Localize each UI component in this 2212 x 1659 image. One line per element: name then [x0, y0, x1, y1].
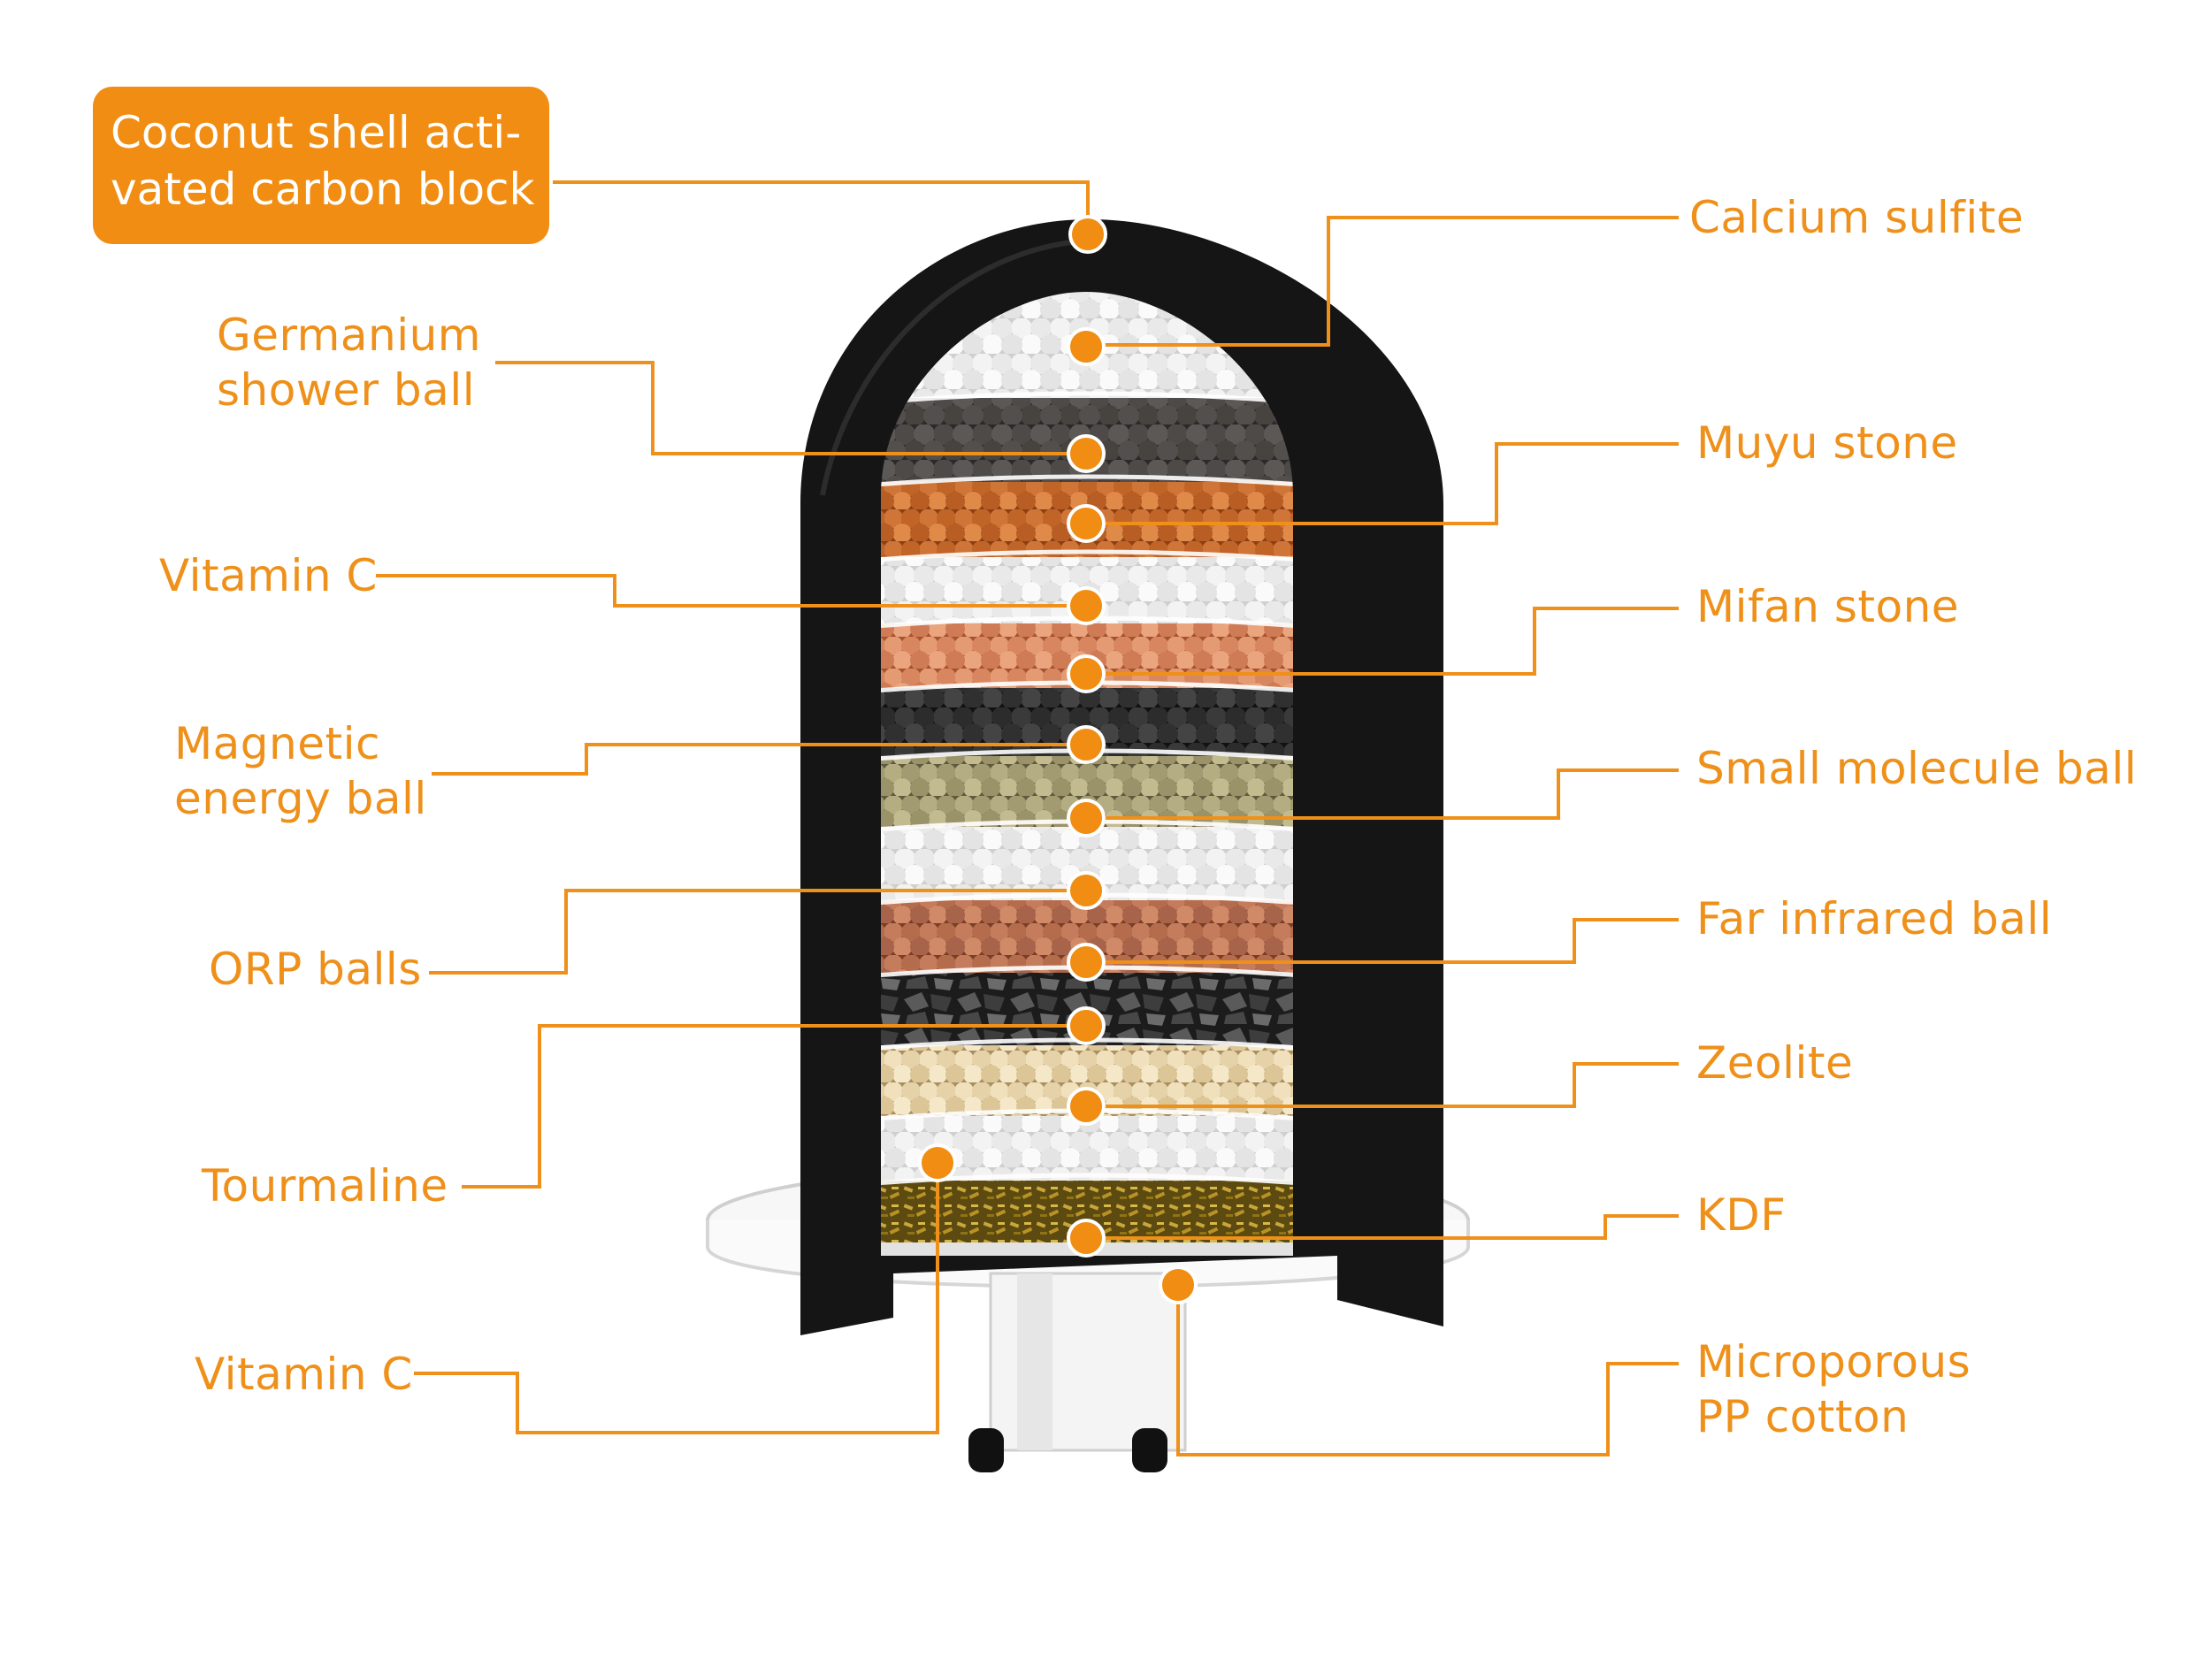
label-vitamin-c-lower: Vitamin C: [195, 1349, 413, 1400]
callout-dot-icon: [1159, 1265, 1198, 1304]
callout-dot-icon: [1067, 434, 1106, 473]
callout-dot-icon: [918, 1143, 957, 1182]
label-tourmaline: Tourmaline: [202, 1160, 448, 1212]
callout-dot-icon: [1067, 654, 1106, 693]
callout-dots: [918, 215, 1198, 1304]
callout-dot-icon: [1067, 504, 1106, 543]
callout-dot-icon: [1067, 327, 1106, 366]
callout-dot-icon: [1067, 725, 1106, 764]
callout-dot-icon: [1067, 871, 1106, 910]
title-box-text: Coconut shell acti- vated carbon block: [111, 107, 535, 215]
title-box: Coconut shell acti- vated carbon block: [93, 87, 549, 244]
label-vitamin-c-upper: Vitamin C: [159, 550, 378, 601]
label-orp: ORP balls: [209, 944, 422, 995]
callout-dot-icon: [1067, 1087, 1106, 1126]
label-mifan: Mifan stone: [1696, 581, 1960, 632]
label-pp-cotton: Microporous PP cotton: [1696, 1336, 1971, 1442]
label-zeolite: Zeolite: [1696, 1037, 1854, 1089]
callout-dot-icon: [1067, 1219, 1106, 1258]
callout-dot-icon: [1067, 586, 1106, 625]
callout-dot-icon: [1067, 1006, 1106, 1045]
callout-dot-icon: [1067, 943, 1106, 982]
label-germanium: Germanium shower ball: [217, 310, 482, 416]
label-calcium-sulfite: Calcium sulfite: [1689, 192, 2024, 243]
label-muyu: Muyu stone: [1696, 417, 1958, 469]
callout-dot-icon: [1067, 799, 1106, 837]
label-small-molecule: Small molecule ball: [1696, 743, 2138, 794]
label-kdf: KDF: [1696, 1189, 1787, 1241]
callout-dot-icon: [1068, 215, 1107, 254]
label-magnetic: Magnetic energy ball: [174, 718, 427, 824]
label-far-infrared: Far infrared ball: [1696, 893, 2053, 944]
filter-media-core: [881, 292, 1293, 1256]
